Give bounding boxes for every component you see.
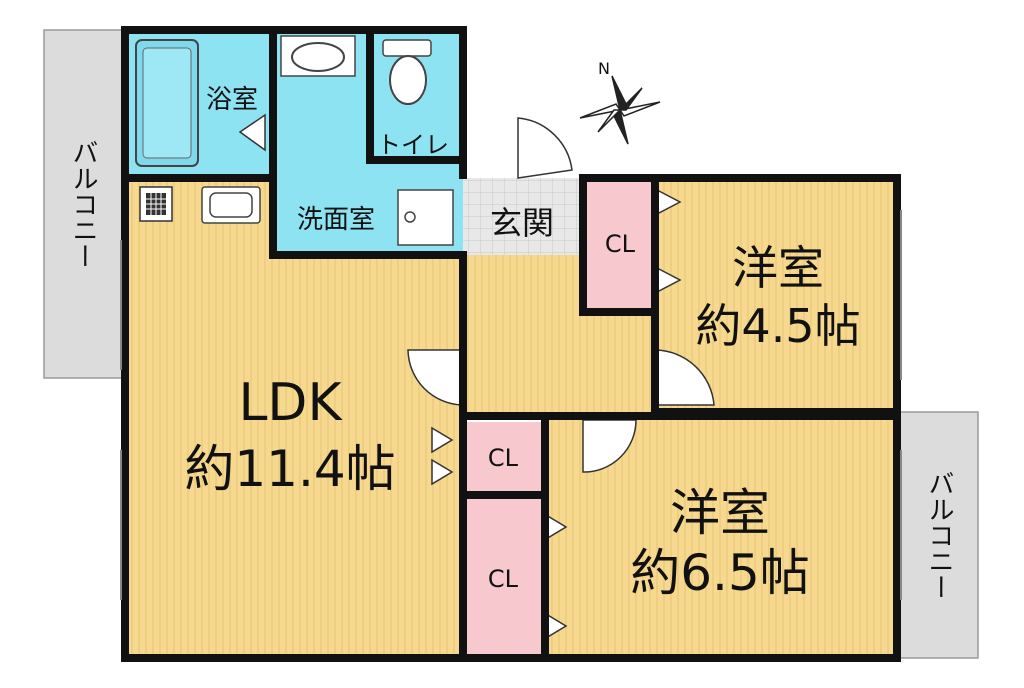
walls <box>121 26 901 662</box>
closet-bottom-area <box>463 497 543 658</box>
balcony-left <box>43 29 123 379</box>
balcony-right-label: バルコニー <box>924 470 954 600</box>
closet-bottom-label: CL <box>488 565 519 593</box>
entrance-floor <box>463 178 583 255</box>
washbasin-icon <box>280 35 356 77</box>
western-room-large-label: 洋室 <box>670 484 770 542</box>
stove-icon <box>139 186 173 222</box>
closet-top-area <box>585 178 655 308</box>
western-room-small-size-label: 約4.5帖 <box>695 299 860 353</box>
balcony-left-label: バルコニー <box>68 139 98 269</box>
ldk-size-label: 約11.4帖 <box>184 440 395 498</box>
compass-north-label: N <box>598 59 610 78</box>
bathroom-label: 浴室 <box>206 85 258 115</box>
closet-mid-area <box>463 422 543 494</box>
western-room-small-label: 洋室 <box>732 241 824 295</box>
closet-mid-label: CL <box>488 444 519 472</box>
entrance-label: 玄関 <box>490 204 554 242</box>
compass-icon: N <box>579 59 661 145</box>
closet-top-label: CL <box>605 230 636 258</box>
western-room-large-size-label: 約6.5帖 <box>630 544 810 602</box>
washroom-label: 洗面室 <box>297 205 375 235</box>
windows <box>120 210 902 600</box>
ldk-label: LDK <box>238 373 343 433</box>
washing-machine-icon <box>397 189 454 246</box>
sink-icon <box>201 186 261 224</box>
toilet-label: トイレ <box>377 131 449 159</box>
ldk-floor <box>125 228 463 658</box>
toilet-icon <box>382 39 432 105</box>
balcony-right <box>899 411 979 659</box>
